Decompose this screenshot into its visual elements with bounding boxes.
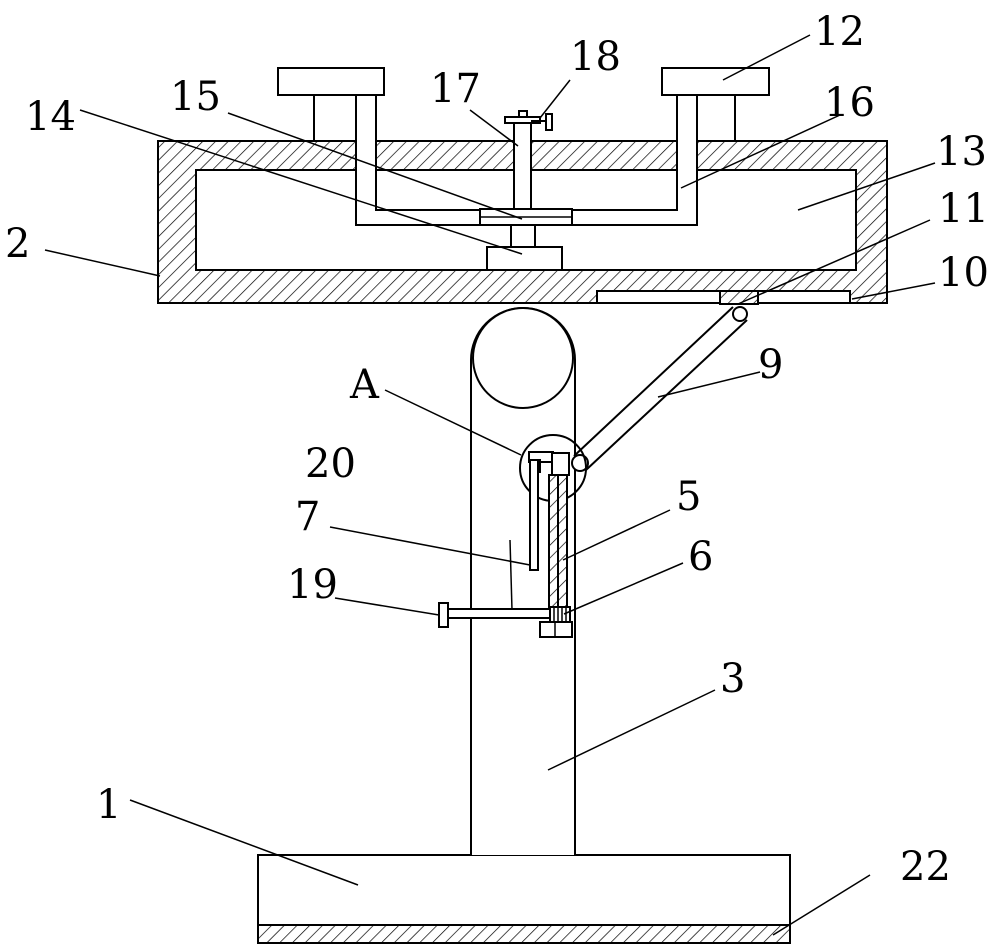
knob	[545, 113, 553, 131]
label-18: 18	[570, 34, 621, 80]
label-19: 19	[287, 562, 338, 608]
base-block	[257, 854, 791, 926]
bottom-plate	[257, 924, 791, 944]
label-9: 9	[758, 342, 783, 388]
bearing-block	[539, 621, 573, 638]
rod-pin-top	[732, 306, 748, 322]
label-10: 10	[938, 250, 989, 296]
leader-lines	[44, 34, 936, 936]
label-13: 13	[936, 129, 987, 175]
hub-block	[486, 246, 563, 271]
right-pad	[661, 67, 770, 96]
label-3: 3	[720, 656, 745, 702]
label-11: 11	[938, 186, 989, 232]
shaft	[513, 120, 532, 210]
label-15: 15	[170, 74, 221, 120]
label-6: 6	[688, 534, 713, 580]
label-20: 20	[305, 441, 356, 487]
support-rod	[529, 459, 539, 571]
label-1: 1	[96, 782, 121, 828]
label-22: 22	[900, 844, 951, 890]
label-14: 14	[25, 94, 76, 140]
link-rod-edge-1	[573, 306, 734, 457]
roller	[472, 307, 574, 409]
hub-neck	[510, 224, 536, 248]
drive-shaft	[447, 608, 551, 619]
label-5: 5	[676, 474, 701, 520]
label-2: 2	[5, 221, 30, 267]
label-12: 12	[814, 9, 865, 55]
label-7: 7	[295, 494, 320, 540]
handle	[438, 602, 449, 628]
label-16: 16	[824, 80, 875, 126]
left-pad-post	[313, 94, 357, 142]
label-17: 17	[430, 66, 481, 112]
right-pad-post	[696, 94, 736, 142]
label-a: A	[349, 362, 380, 408]
left-pad	[277, 67, 385, 96]
